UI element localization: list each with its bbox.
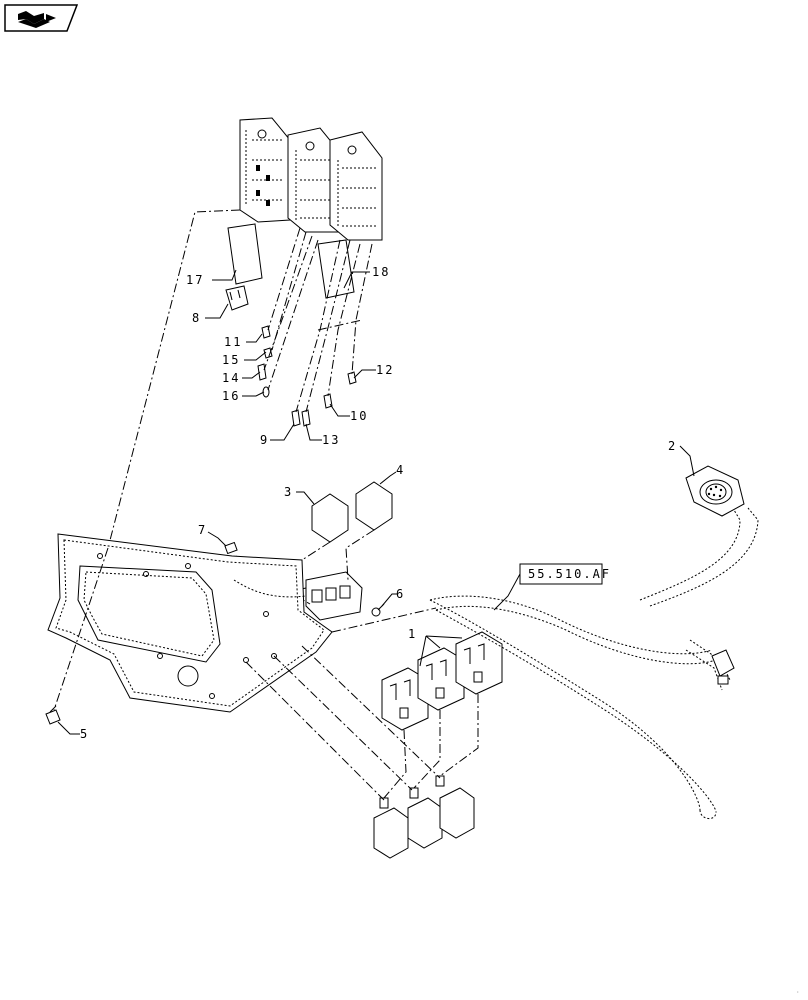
fuse-box-assembly[interactable] [239,117,383,241]
callout-1: 1 [408,627,417,641]
callout-10: 10 [350,409,368,423]
callout-17: 17 [186,273,204,287]
relay-cover-3[interactable] [311,493,349,543]
nut-7[interactable] [224,541,238,555]
callout-3: 3 [284,485,293,499]
callout-13: 13 [322,433,340,447]
fuse-9[interactable] [291,409,301,427]
callout-18: 18 [372,265,390,279]
fuse-13[interactable] [301,409,311,427]
callout-2: 2 [668,439,677,453]
relay-8[interactable] [225,285,249,311]
screw-5[interactable] [45,705,61,725]
fuse-12[interactable] [347,371,357,385]
reference-label[interactable]: 55.510.AF [528,567,611,581]
fuse-14[interactable] [257,363,267,381]
relay-1c[interactable] [455,631,503,695]
callout-11: 11 [224,335,242,349]
round-connector-2[interactable] [685,465,745,517]
nav-badge[interactable] [4,4,78,32]
mounting-plate[interactable] [47,533,333,713]
callout-9: 9 [260,433,269,447]
relay-connector-c[interactable] [435,775,475,839]
relay-1b[interactable] [417,647,465,711]
book-page-icon [18,11,56,28]
label-card-18[interactable] [317,239,355,299]
fuse-15[interactable] [263,347,273,359]
callout-7: 7 [198,523,207,537]
callout-8: 8 [192,311,201,325]
relay-1a[interactable] [381,667,429,731]
callout-15: 15 [222,353,240,367]
callout-12: 12 [376,363,394,377]
callout-6: 6 [396,587,405,601]
corner-mark: · [796,989,800,996]
callout-14: 14 [222,371,240,385]
label-card-17[interactable] [227,223,263,285]
callout-16: 16 [222,389,240,403]
relay-cover-4[interactable] [355,481,393,531]
relay-connector-a[interactable] [373,797,409,859]
harness-plug[interactable] [711,649,735,685]
reference-box[interactable] [519,563,603,585]
relay-socket[interactable] [305,571,363,621]
callout-5: 5 [80,727,89,741]
callout-4: 4 [396,463,405,477]
relay-connector-b[interactable] [407,787,443,849]
